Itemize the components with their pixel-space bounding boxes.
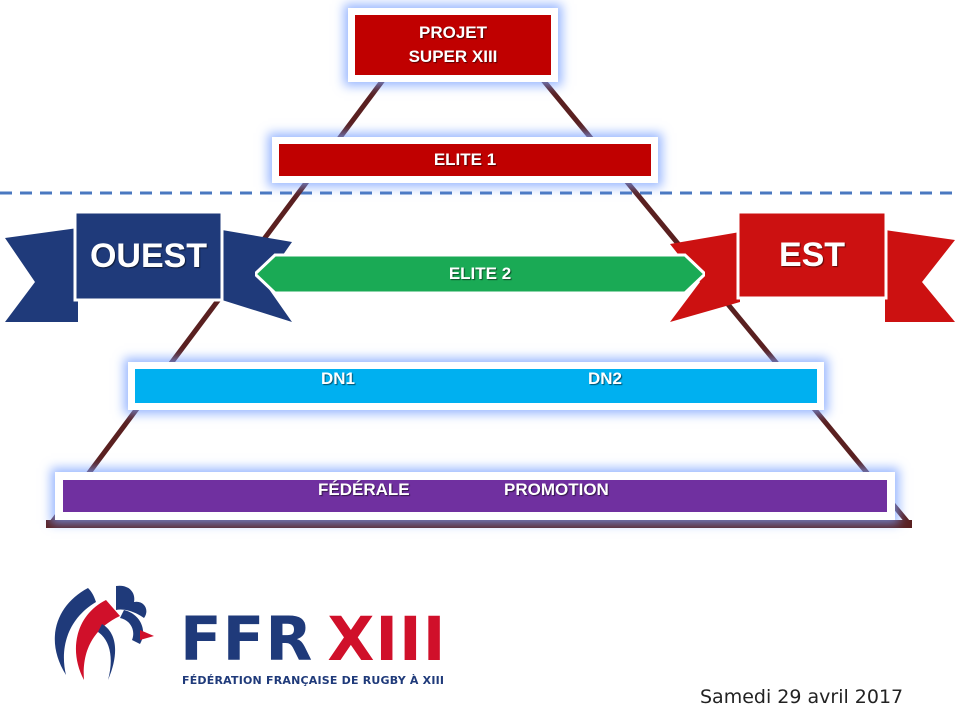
level-elite1-label: ELITE 1 xyxy=(433,150,497,169)
level-dn-bar: DN1 DN2 xyxy=(135,369,817,403)
rooster-blue-feather xyxy=(54,588,96,675)
level-dn2-label: DN2 xyxy=(588,369,623,388)
level-elite2-shape xyxy=(255,253,705,295)
rooster-comb xyxy=(116,585,147,618)
east-banner-left-fold xyxy=(670,232,740,322)
east-banner-text: EST xyxy=(738,212,886,298)
level-top-bar: PROJET SUPER XIII xyxy=(355,15,551,75)
rooster-neck xyxy=(98,624,116,680)
level-dn-frame: DN1 DN2 xyxy=(128,362,824,410)
level-elite2-label: ELITE 2 xyxy=(448,264,512,283)
ffr-wordmark-ffr: FFR xyxy=(180,604,314,675)
ffr-rooster-logo-icon xyxy=(54,585,154,680)
level-top-line1: PROJET xyxy=(418,23,488,42)
east-banner-label: EST xyxy=(778,235,846,274)
rooster-head xyxy=(120,610,144,644)
level-top-line2: SUPER XIII xyxy=(408,47,498,66)
ffr-tagline: FÉDÉRATION FRANÇAISE DE RUGBY À XIII xyxy=(182,674,445,687)
level-elite1-bar: ELITE 1 xyxy=(279,144,651,176)
east-banner xyxy=(670,210,955,322)
level-top-frame: PROJET SUPER XIII xyxy=(348,8,558,82)
level-promotion-label: PROMOTION xyxy=(504,480,609,499)
east-banner-tail xyxy=(885,230,955,322)
pyramid-base xyxy=(46,520,912,528)
west-banner-text: OUEST xyxy=(75,212,222,300)
west-banner-tail xyxy=(5,228,78,322)
east-banner-body xyxy=(736,210,888,300)
west-banner-body xyxy=(73,210,224,302)
footer-date: Samedi 29 avril 2017 xyxy=(700,686,904,708)
west-banner-label: OUEST xyxy=(89,236,208,275)
level-federale-label: FÉDÉRALE xyxy=(318,480,410,499)
rooster-red-feather xyxy=(75,600,120,680)
level-federale-frame: FÉDÉRALE PROMOTION xyxy=(55,472,895,520)
ffr-wordmark-xiii: XIII xyxy=(327,604,447,675)
rooster-beak xyxy=(140,630,154,640)
level-elite1-frame: ELITE 1 xyxy=(272,137,658,183)
level-dn1-label: DN1 xyxy=(321,369,356,388)
level-federale-bar: FÉDÉRALE PROMOTION xyxy=(63,480,887,512)
level-elite2-text: ELITE 2 xyxy=(255,253,705,295)
level-elite2-bar xyxy=(255,253,705,295)
